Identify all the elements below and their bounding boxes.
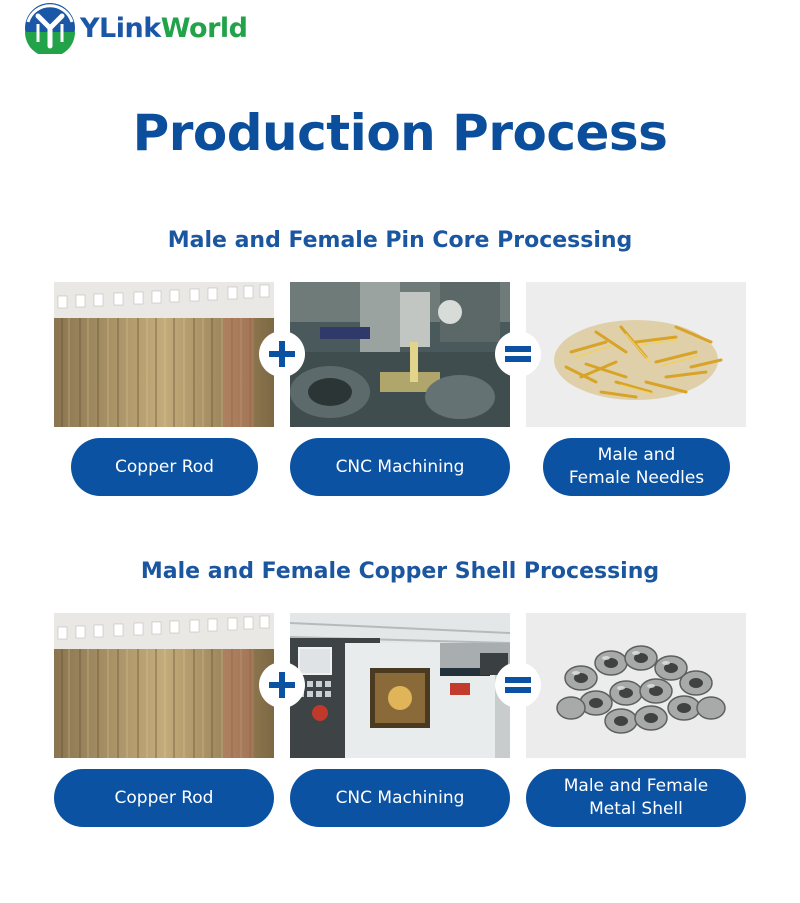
step-needles-button[interactable]: Male and Female Needles	[543, 438, 730, 496]
cnc-machine-photo	[290, 282, 510, 427]
step-copper-rod-button[interactable]: Copper Rod	[54, 769, 274, 827]
ylinkworld-logo-icon	[25, 3, 75, 54]
brand-logo[interactable]: YLinkWorld	[24, 2, 248, 54]
step-copper-rod-button[interactable]: Copper Rod	[71, 438, 258, 496]
step-metal-shell-button[interactable]: Male and Female Metal Shell	[526, 769, 746, 827]
brand-name: YLinkWorld	[80, 12, 248, 44]
metal-shells-photo	[526, 613, 746, 758]
brass-needles-photo	[526, 282, 746, 427]
page-title: Production Process	[132, 104, 668, 162]
section-title-copper-shell: Male and Female Copper Shell Processing	[140, 559, 660, 584]
equals-icon	[495, 331, 541, 377]
step-cnc-machining-button[interactable]: CNC Machining	[290, 438, 510, 496]
copper-rod-photo	[54, 282, 274, 427]
equals-icon	[495, 662, 541, 708]
step-cnc-machining-button[interactable]: CNC Machining	[290, 769, 510, 827]
cnc-lathe-photo	[290, 613, 510, 758]
plus-icon	[259, 331, 305, 377]
copper-rod-photo	[54, 613, 274, 758]
section-title-pin-core: Male and Female Pin Core Processing	[167, 228, 633, 253]
plus-icon	[259, 662, 305, 708]
